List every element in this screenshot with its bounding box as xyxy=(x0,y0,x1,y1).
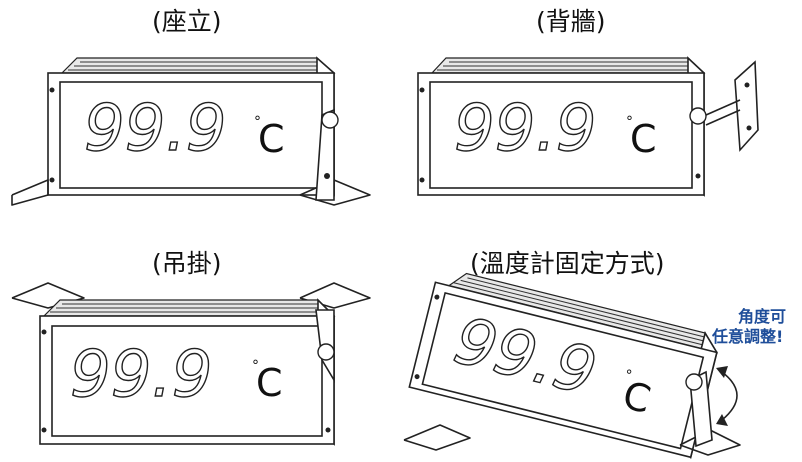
reading-digits: 99.9 xyxy=(454,92,597,166)
unit-label: C xyxy=(258,117,285,161)
knob-icon xyxy=(689,107,707,125)
adjustable-mount-figure: (溫度計固定方式) 角度可 任意調整! 99.9 ° C xyxy=(403,249,786,460)
display-window xyxy=(59,81,323,189)
wall-mount-figure: (背牆) 99.9 ° C xyxy=(417,7,759,197)
knob-icon xyxy=(321,111,339,129)
caption-wall: (背牆) xyxy=(536,7,606,36)
knob-icon xyxy=(685,373,703,391)
knob-icon xyxy=(317,343,335,361)
degree-sign: ° xyxy=(252,358,259,374)
wall-bracket xyxy=(734,60,759,152)
angle-note-line2: 任意調整! xyxy=(711,327,783,346)
degree-sign: ° xyxy=(254,114,261,130)
rotate-arrow-icon xyxy=(721,371,738,421)
reading-digits: 99.9 xyxy=(70,338,213,412)
unit-label: C xyxy=(256,361,283,405)
reading-digits: 99.9 xyxy=(84,92,227,166)
angle-note-line1: 角度可 xyxy=(738,307,786,326)
unit-label: C xyxy=(630,117,657,161)
caption-desk: (座立) xyxy=(152,7,222,36)
left-foot xyxy=(11,179,49,206)
degree-sign: ° xyxy=(626,114,633,130)
ceiling-mount-figure: (吊掛) 99.9 ° C xyxy=(11,249,371,446)
display-window xyxy=(429,81,693,189)
left-hanger xyxy=(11,282,85,309)
display-window xyxy=(51,325,323,437)
left-foot xyxy=(403,424,471,451)
caption-methods: (溫度計固定方式) xyxy=(470,249,665,278)
degree-sign: ° xyxy=(623,367,634,384)
caption-hang: (吊掛) xyxy=(152,249,222,278)
desk-mount-figure: (座立) 99.9 ° C xyxy=(11,7,371,206)
arrow-head-icon xyxy=(716,366,728,378)
